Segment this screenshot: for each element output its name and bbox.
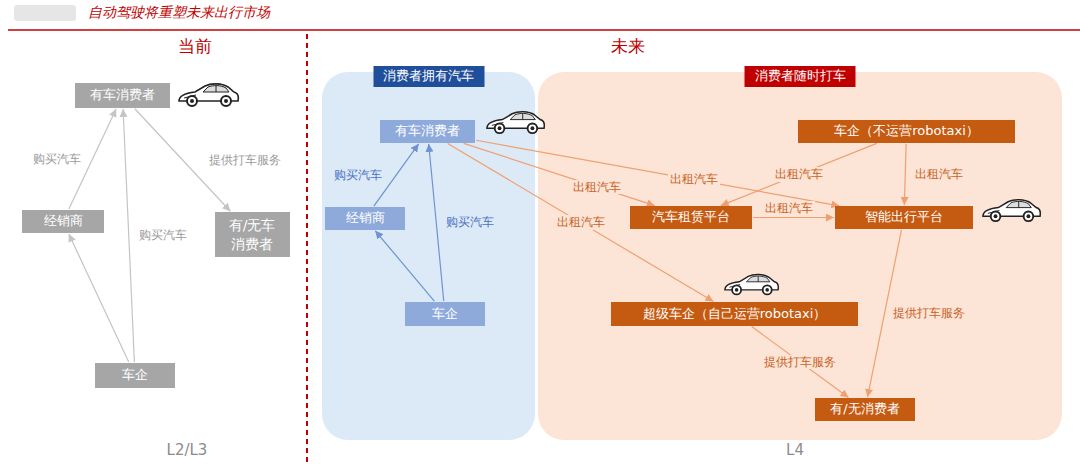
dealer-box: 经销商 — [325, 207, 405, 230]
edge-label: 出租汽车 — [773, 167, 825, 181]
edge-label: 出租汽车 — [913, 167, 965, 181]
flow-arrow — [429, 144, 444, 301]
title-rule — [8, 29, 1080, 31]
section-heading: 未来 — [611, 35, 645, 58]
flow-arrow — [464, 143, 655, 205]
super-automaker-box: 超级车企（自己运营robotaxi） — [611, 302, 858, 326]
panel-grounds — [322, 72, 1062, 440]
rental-platform-box: 汽车租赁平台 — [630, 206, 752, 229]
edge-label: 出租汽车 — [571, 180, 623, 194]
edge-label: 提供打车服务 — [891, 306, 967, 320]
flow-arrow — [375, 231, 434, 301]
car-icon — [983, 200, 1040, 221]
flow-arrow — [753, 217, 834, 218]
automaker-box: 车企 — [405, 302, 485, 326]
blurred-logo — [14, 5, 76, 21]
car-icon — [725, 274, 778, 294]
box-label: 有车消费者 — [395, 123, 460, 140]
panel-heading: 消费者随时打车 — [745, 66, 856, 87]
edge-label: 购买汽车 — [137, 228, 189, 242]
car-icon — [179, 84, 238, 106]
flow-arrow — [69, 234, 129, 362]
box-label: 车企 — [122, 367, 148, 384]
section-heading: 当前 — [178, 35, 212, 58]
edge-label: 出租汽车 — [763, 201, 815, 215]
box-label: 智能出行平台 — [865, 209, 943, 226]
flow-arrow — [476, 140, 839, 206]
car-icon — [487, 112, 544, 133]
box-label: 有车消费者 — [90, 87, 155, 104]
automaker-box: 车企 — [95, 363, 175, 388]
edge-label: 购买汽车 — [31, 152, 83, 166]
section-divider — [306, 34, 308, 462]
chart-title: 自动驾驶将重塑未来出行市场 — [88, 4, 270, 22]
dealer-box: 经销商 — [22, 210, 104, 233]
flow-arrow — [721, 143, 877, 205]
box-label: 汽车租赁平台 — [652, 209, 730, 226]
panel-heading: 消费者拥有汽车 — [373, 66, 484, 87]
box-label: 超级车企（自己运营robotaxi） — [643, 306, 827, 323]
box-label: 经销商 — [346, 210, 385, 227]
panel-ground — [538, 72, 1062, 440]
consumer-box: 有车消费者 — [380, 120, 475, 143]
edge-label: 出租汽车 — [668, 172, 720, 186]
connectors — [69, 109, 906, 398]
edge-label: 出租汽车 — [555, 215, 607, 229]
edge-label: 购买汽车 — [444, 215, 496, 229]
consumer-box: 有车消费者 — [75, 83, 170, 108]
ownership-panel: 消费者拥有汽车有车消费者经销商车企 — [322, 72, 535, 440]
flow-arrow — [904, 144, 906, 205]
edge-label: 提供打车服务 — [207, 153, 283, 167]
edge-label: 购买汽车 — [332, 168, 384, 182]
flow-arrow — [123, 109, 134, 362]
level-label: L4 — [786, 441, 804, 459]
mobility-platform-box: 智能出行平台 — [835, 206, 973, 229]
flow-arrow — [752, 327, 849, 398]
box-label: 有/无车 消费者 — [222, 216, 282, 252]
consumer-box: 有/无车 消费者 — [215, 212, 290, 257]
box-label: 有/无消费者 — [830, 401, 899, 418]
box-label: 经销商 — [44, 213, 83, 230]
box-label: 车企 — [432, 306, 458, 323]
consumer-box: 有/无消费者 — [815, 398, 915, 421]
box-label: 车企（不运营robotaxi） — [834, 123, 979, 140]
edge-label: 提供打车服务 — [762, 355, 838, 369]
automaker-box: 车企（不运营robotaxi） — [798, 120, 1015, 143]
level-label: L2/L3 — [167, 441, 208, 459]
ride-hailing-panel: 消费者随时打车车企（不运营robotaxi）汽车租赁平台智能出行平台超级车企（自… — [538, 72, 1062, 440]
